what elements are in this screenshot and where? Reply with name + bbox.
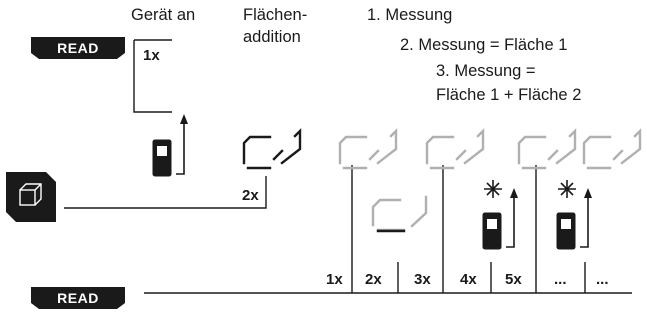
device-icon — [152, 114, 188, 177]
press-count-label: ... — [596, 271, 609, 288]
label-measurement-3a: 3. Messung = — [436, 62, 536, 80]
area-icon — [242, 128, 302, 170]
press-count-label: 4x — [460, 271, 477, 288]
device-icon — [482, 188, 518, 250]
press-count-label: 1x — [326, 271, 343, 288]
press-count-label: 5x — [505, 271, 522, 288]
area-icon — [338, 128, 642, 232]
read-button-label: READ — [57, 40, 99, 56]
sparkle-icon — [484, 180, 502, 198]
sparkle-icon — [558, 180, 576, 198]
press-count-label: ... — [554, 271, 567, 288]
label-measurement-3b: Fläche 1 + Fläche 2 — [436, 86, 582, 104]
label-area-1: Flächen- — [243, 6, 308, 24]
label-area-2: addition — [243, 28, 301, 46]
read-button-label: READ — [57, 290, 99, 306]
connector-lines — [64, 39, 632, 294]
read-button-bottom[interactable]: READ — [31, 287, 125, 309]
press-count-label: 1x — [143, 47, 160, 64]
cube-key-icon[interactable] — [6, 172, 56, 222]
label-measurement-1: 1. Messung — [367, 6, 453, 24]
press-count-label: 3x — [414, 271, 431, 288]
press-count-label: 2x — [365, 271, 382, 288]
label-measurement-2: 2. Messung = Fläche 1 — [400, 36, 568, 54]
device-icon — [556, 188, 592, 250]
press-count-label: 2x — [242, 187, 259, 204]
label-device-on: Gerät an — [131, 6, 196, 24]
read-button-top[interactable]: READ — [31, 37, 125, 59]
